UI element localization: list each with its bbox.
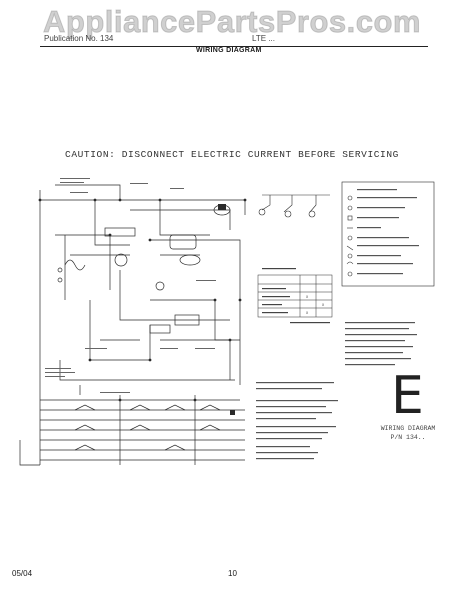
section-letter: E xyxy=(391,366,424,426)
svg-text:X: X xyxy=(306,296,309,300)
page-header: Publication No. 134 LTE ... xyxy=(44,34,424,46)
footer-date: 05/04 xyxy=(12,569,33,578)
svg-text:X: X xyxy=(322,304,325,308)
motor-symbol xyxy=(114,253,128,267)
section-caption-line-1: WIRING DIAGRAM xyxy=(380,425,436,432)
section-caption-line-2: P/N 134.. xyxy=(390,434,426,441)
lid-switch xyxy=(169,234,197,250)
caution-banner: CAUTION: DISCONNECT ELECTRIC CURRENT BEF… xyxy=(65,149,399,160)
header-rule xyxy=(40,46,428,47)
model-code: LTE ... xyxy=(252,34,275,43)
section-caption: WIRING DIAGRAM P/N 134.. xyxy=(368,424,448,442)
footer-page-number: 10 xyxy=(228,569,237,578)
supply-line-top xyxy=(39,190,246,215)
page-title: WIRING DIAGRAM xyxy=(196,47,262,54)
legend-box xyxy=(341,181,435,287)
svg-text:X: X xyxy=(306,312,309,316)
switch-chart xyxy=(257,274,333,318)
publication-number: Publication No. 134 xyxy=(44,34,114,43)
watermark-logo: AppliancePartsPros.com xyxy=(43,4,421,40)
